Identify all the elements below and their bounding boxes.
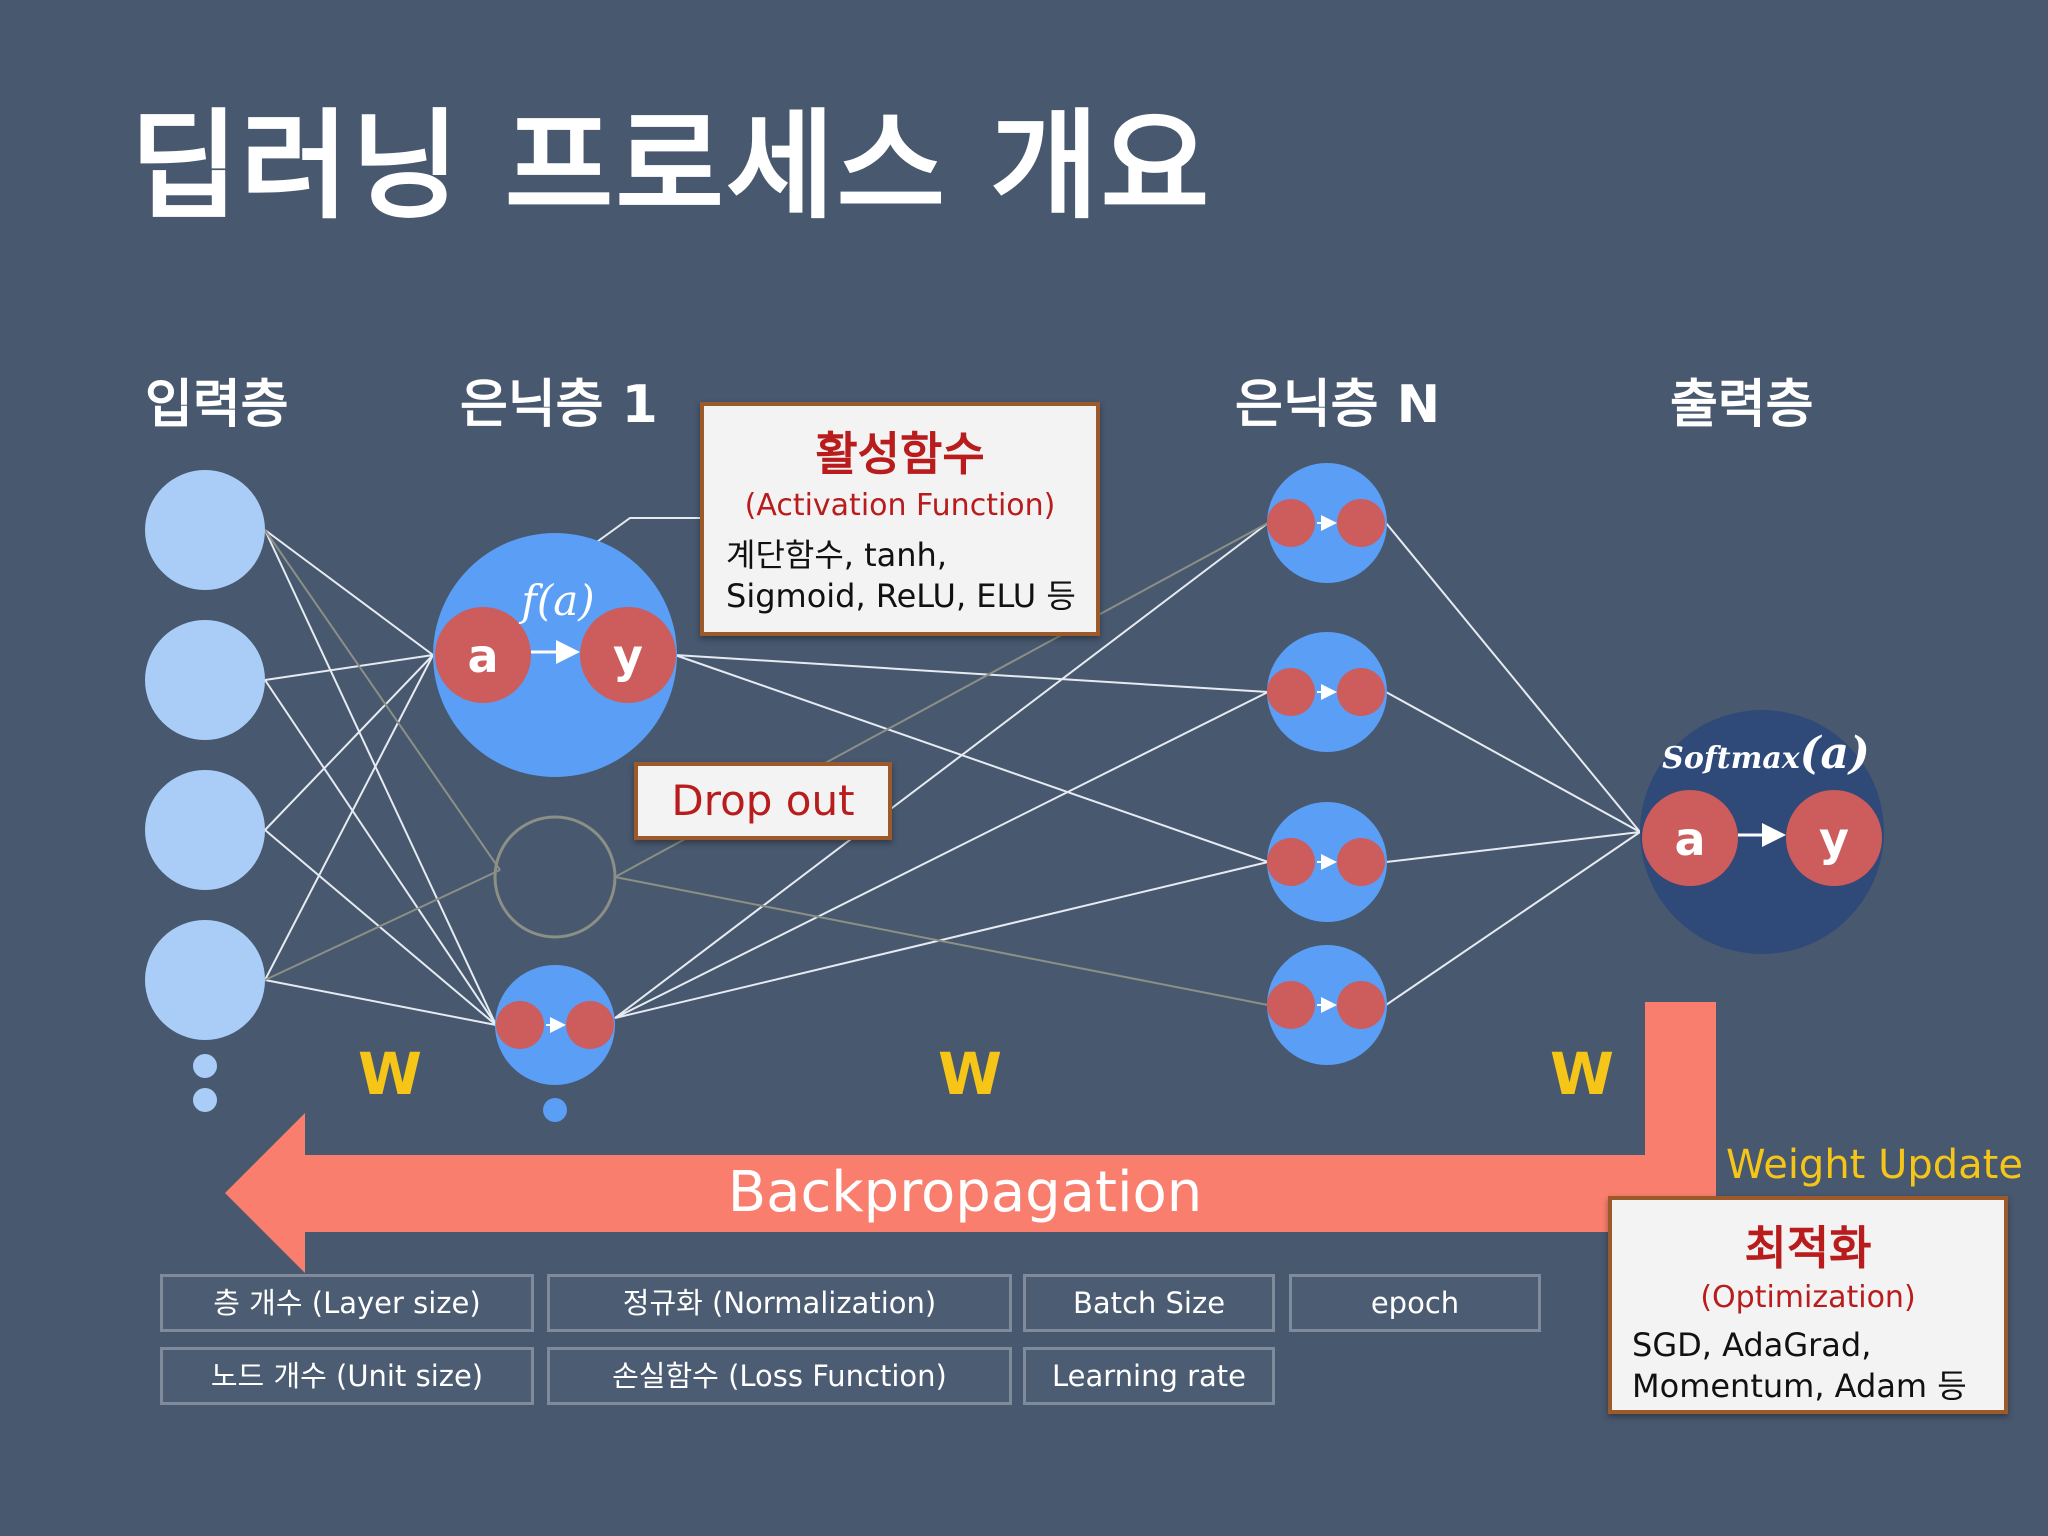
hyperparam-normalization: 정규화 (Normalization) bbox=[547, 1274, 1012, 1332]
connections-hiddenN-to-output bbox=[1385, 522, 1641, 1006]
hidden-function-label: f(a) bbox=[518, 576, 594, 625]
hyperparam-loss-function: 손실함수 (Loss Function) bbox=[547, 1347, 1012, 1405]
optimizer-examples: SGD, AdaGrad, Momentum, Adam 등 bbox=[1632, 1326, 1967, 1405]
backpropagation-arrow bbox=[225, 1002, 1716, 1273]
page-title: 딥러닝 프로세스 개요 bbox=[130, 97, 1212, 235]
post-activation-node bbox=[1786, 790, 1882, 886]
output-label-y: y bbox=[1819, 812, 1849, 866]
optimization-subtitle: (Optimization) bbox=[1700, 1280, 1916, 1315]
weight-label: W bbox=[1550, 1040, 1614, 1108]
weight-update-label: Weight Update bbox=[1726, 1142, 2023, 1188]
softmax-label: Softmax(a) bbox=[1662, 728, 1870, 779]
weight-label: W bbox=[938, 1040, 1002, 1108]
dropout-label: Drop out bbox=[634, 762, 892, 840]
dropped-node bbox=[493, 815, 617, 939]
input-node bbox=[145, 470, 265, 590]
ellipsis-dot bbox=[193, 1054, 217, 1078]
hyperparam-batch-size: Batch Size bbox=[1023, 1274, 1275, 1332]
node-label-a: a bbox=[467, 629, 498, 683]
optimization-box: 최적화 (Optimization) SGD, AdaGrad, Momentu… bbox=[1608, 1196, 2008, 1414]
inner-node bbox=[566, 1001, 614, 1049]
input-node bbox=[145, 620, 265, 740]
hyperparam-layer-size: 층 개수 (Layer size) bbox=[160, 1274, 534, 1332]
post-activation-node bbox=[580, 607, 676, 703]
input-node bbox=[145, 920, 265, 1040]
ellipsis-dot bbox=[543, 1098, 567, 1122]
weight-label: W bbox=[358, 1040, 422, 1108]
activation-function-box: 활성함수 (Activation Function) 계단함수, tanh, S… bbox=[700, 402, 1100, 636]
pre-activation-node bbox=[435, 607, 531, 703]
output-layer-label: 출력층 bbox=[1670, 375, 1814, 435]
hyperparam-epoch: epoch bbox=[1289, 1274, 1541, 1332]
hidden-layer-1-label: 은닉층 1 bbox=[460, 375, 658, 435]
activation-examples: 계단함수, tanh, Sigmoid, ReLU, ELU 등 bbox=[726, 536, 1076, 615]
connections-input-to-hidden1 bbox=[264, 529, 497, 1026]
hiddenN-node bbox=[1267, 463, 1387, 583]
ellipsis-dot bbox=[193, 1088, 217, 1112]
activation-subtitle: (Activation Function) bbox=[744, 488, 1056, 523]
hidden1-expanded-node bbox=[433, 533, 677, 777]
hiddenN-node bbox=[1267, 945, 1387, 1065]
hyperparam-unit-size: 노드 개수 (Unit size) bbox=[160, 1347, 534, 1405]
softmax-name: Softmax bbox=[1662, 741, 1801, 776]
softmax-arg: (a) bbox=[1800, 728, 1870, 779]
dropped-connections-input bbox=[264, 529, 501, 981]
input-node bbox=[145, 770, 265, 890]
backpropagation-label: Backpropagation bbox=[727, 1160, 1203, 1225]
input-layer-label: 입력층 bbox=[145, 375, 289, 435]
output-label-a: a bbox=[1674, 812, 1705, 866]
hidden-layer-n-label: 은닉층 N bbox=[1235, 375, 1441, 435]
activation-title: 활성함수 bbox=[815, 427, 985, 481]
pre-activation-node bbox=[1642, 790, 1738, 886]
node-label-y: y bbox=[613, 629, 643, 683]
inner-node bbox=[496, 1001, 544, 1049]
hiddenN-node bbox=[1267, 802, 1387, 922]
hyperparam-learning-rate: Learning rate bbox=[1023, 1347, 1275, 1405]
optimization-title: 최적화 bbox=[1744, 1221, 1872, 1275]
hiddenN-node bbox=[1267, 632, 1387, 752]
